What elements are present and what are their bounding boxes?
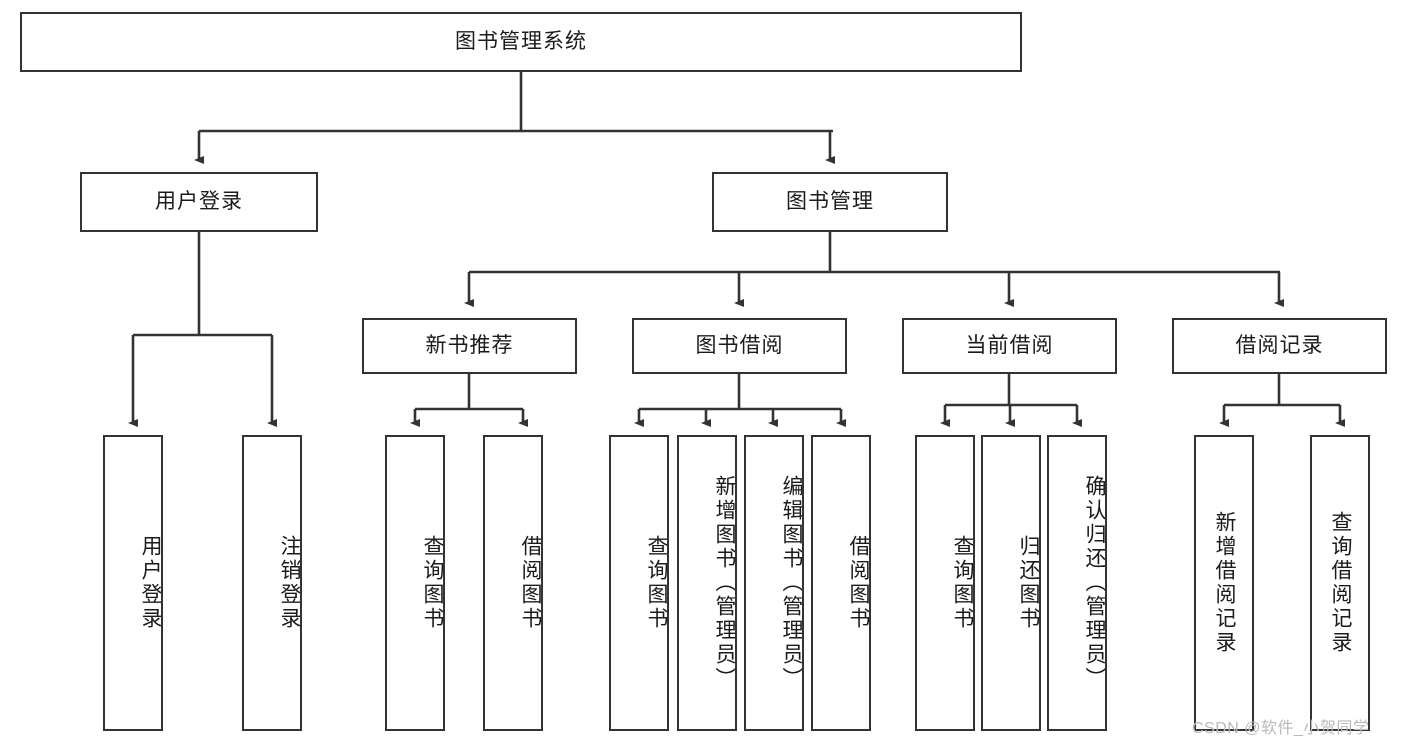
node-label: 借阅图书 xyxy=(519,535,542,631)
leaf-current-borrow-confirm-return-admin[interactable]: 确认归还（管理员） xyxy=(1047,435,1107,731)
node-label: 新书推荐 xyxy=(425,334,514,358)
node-label: 用户登录 xyxy=(155,190,243,214)
node-book-borrow[interactable]: 图书借阅 xyxy=(632,318,847,374)
node-label: 用户登录 xyxy=(139,535,162,631)
node-label: 图书管理 xyxy=(786,190,874,214)
node-label: 确认归还（管理员） xyxy=(1083,475,1106,691)
node-label: 查询借阅记录 xyxy=(1329,511,1353,655)
node-root-book-management-system[interactable]: 图书管理系统 xyxy=(20,12,1022,72)
leaf-user-login-logout[interactable]: 注销登录 xyxy=(242,435,302,731)
node-borrow-record[interactable]: 借阅记录 xyxy=(1172,318,1387,374)
leaf-book-borrow-add-book-admin[interactable]: 新增图书（管理员） xyxy=(677,435,737,731)
node-label: 图书管理系统 xyxy=(455,30,587,54)
leaf-new-book-borrow-book[interactable]: 借阅图书 xyxy=(483,435,543,731)
leaf-book-borrow-edit-book-admin[interactable]: 编辑图书（管理员） xyxy=(744,435,804,731)
leaf-borrow-record-query-record[interactable]: 查询借阅记录 xyxy=(1310,435,1370,731)
node-label: 查询图书 xyxy=(645,535,668,631)
node-user-login[interactable]: 用户登录 xyxy=(80,172,318,232)
node-label: 查询图书 xyxy=(421,535,444,631)
csdn-watermark: CSDN @软件_小贺同学 xyxy=(1192,720,1370,737)
node-label: 编辑图书（管理员） xyxy=(780,475,803,691)
leaf-current-borrow-query-book[interactable]: 查询图书 xyxy=(915,435,975,731)
leaf-user-login-login[interactable]: 用户登录 xyxy=(103,435,163,731)
node-label: 新增图书（管理员） xyxy=(713,475,736,691)
node-label: 借阅记录 xyxy=(1235,334,1324,358)
node-label: 新增借阅记录 xyxy=(1213,511,1237,655)
leaf-book-borrow-borrow-book[interactable]: 借阅图书 xyxy=(811,435,871,731)
leaf-book-borrow-query-book[interactable]: 查询图书 xyxy=(609,435,669,731)
leaf-current-borrow-return-book[interactable]: 归还图书 xyxy=(981,435,1041,731)
node-book-management[interactable]: 图书管理 xyxy=(712,172,948,232)
node-label: 借阅图书 xyxy=(847,535,870,631)
node-label: 查询图书 xyxy=(951,535,974,631)
node-label: 当前借阅 xyxy=(965,334,1054,358)
leaf-new-book-query-book[interactable]: 查询图书 xyxy=(385,435,445,731)
node-label: 归还图书 xyxy=(1017,535,1040,631)
node-label: 图书借阅 xyxy=(695,334,784,358)
node-new-book-recommend[interactable]: 新书推荐 xyxy=(362,318,577,374)
node-current-borrow[interactable]: 当前借阅 xyxy=(902,318,1117,374)
leaf-borrow-record-add-record[interactable]: 新增借阅记录 xyxy=(1194,435,1254,731)
node-label: 注销登录 xyxy=(278,535,301,631)
